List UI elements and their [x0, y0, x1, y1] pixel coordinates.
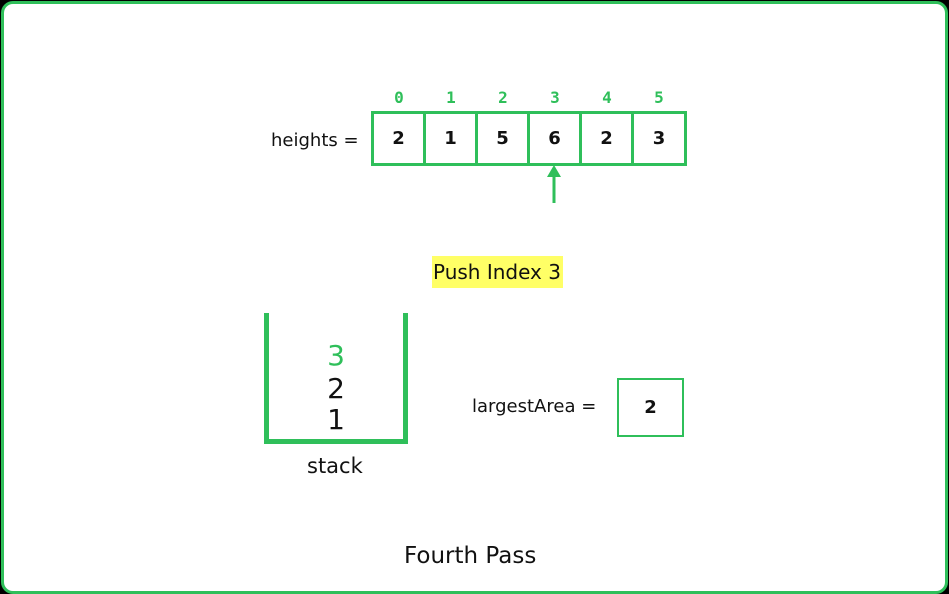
action-label: Push Index 3 [432, 256, 563, 288]
array-cell: 5 [478, 114, 530, 163]
array-index-2: 2 [498, 88, 508, 107]
heights-label: heights = [271, 130, 359, 151]
array-cell: 1 [426, 114, 478, 163]
largest-area-label: largestArea = [472, 396, 597, 417]
array-index-4: 4 [602, 88, 612, 107]
array-index-0: 0 [394, 88, 404, 107]
pointer-arrow-icon [547, 165, 561, 203]
stack-container: 3 2 1 [264, 313, 408, 444]
array-index-5: 5 [654, 88, 664, 107]
array-cell: 6 [530, 114, 582, 163]
stack-item: 1 [327, 403, 345, 436]
stack-item-top: 3 [327, 339, 345, 372]
largest-area-value: 2 [617, 378, 684, 437]
array-cell: 2 [374, 114, 426, 163]
array-cell: 3 [652, 128, 666, 149]
heights-array: 2 1 5 6 2 3 [371, 111, 687, 166]
array-index-1: 1 [446, 88, 456, 107]
stack-item: 2 [327, 372, 345, 405]
array-cell: 2 [582, 114, 634, 163]
stack-label: stack [307, 454, 363, 478]
array-index-3: 3 [550, 88, 560, 107]
pass-caption: Fourth Pass [404, 543, 537, 569]
